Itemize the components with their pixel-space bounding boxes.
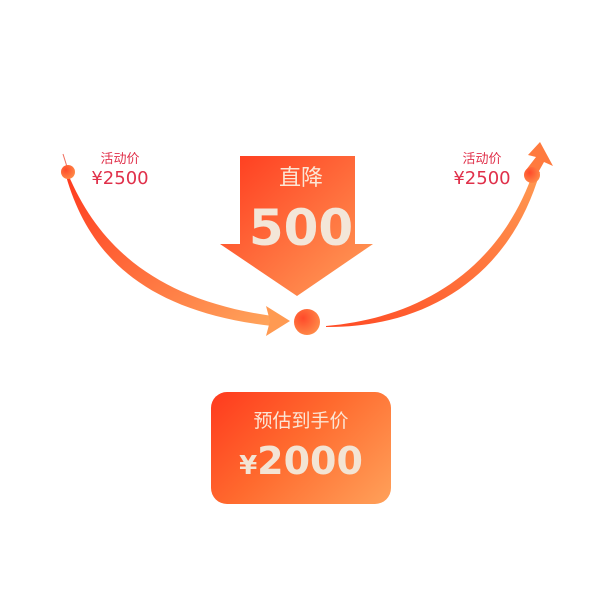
left-arrowhead-icon (266, 306, 290, 336)
left-start-dot (61, 165, 75, 179)
left-price-label: 活动价 ¥2500 (88, 153, 152, 188)
final-price-box: 预估到手价 ¥2000 (211, 392, 391, 504)
right-curve-arrow (326, 170, 540, 328)
drop-value: 500 (248, 199, 354, 257)
final-price-number: 2000 (257, 439, 363, 483)
right-caption: 活动价 (462, 152, 502, 167)
left-curve-arrow (66, 174, 272, 326)
currency-symbol: ¥ (239, 451, 258, 481)
right-price: ¥2500 (453, 168, 511, 189)
final-price-value: ¥2000 (211, 442, 391, 480)
center-dot (294, 309, 320, 335)
drop-title: 直降 (278, 166, 323, 191)
left-caption: 活动价 (100, 152, 140, 167)
left-price: ¥2500 (91, 168, 149, 189)
drop-arrow-badge (220, 156, 373, 296)
right-price-label: 活动价 ¥2500 (450, 153, 514, 188)
right-end-dot (524, 167, 540, 183)
final-price-title: 预估到手价 (253, 410, 349, 432)
